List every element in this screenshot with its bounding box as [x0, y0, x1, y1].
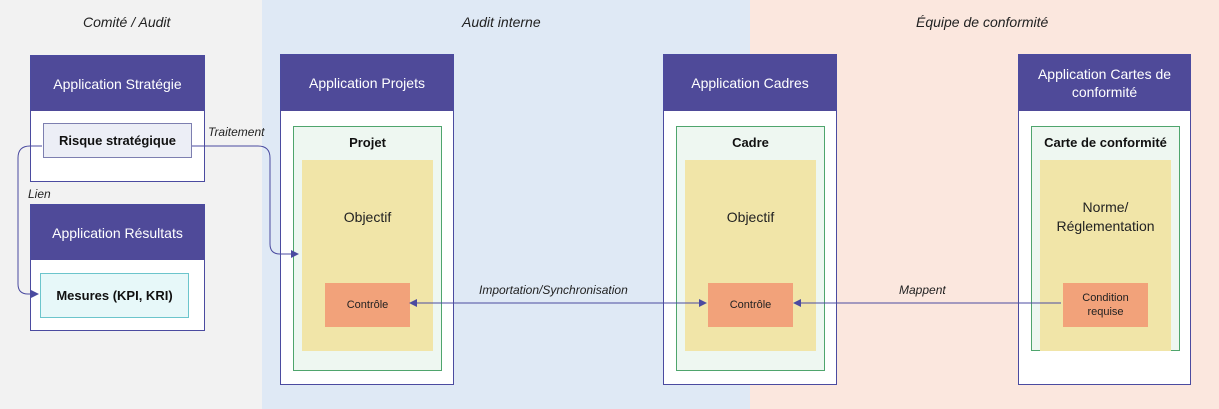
carte-container: Carte de conformité Norme/ Réglementatio… [1031, 126, 1180, 351]
app-cadres: Application Cadres Cadre Objectif Contrô… [663, 54, 837, 385]
mesures-box[interactable]: Mesures (KPI, KRI) [40, 273, 189, 318]
cadre-container: Cadre Objectif Contrôle [676, 126, 825, 371]
edge-lien [17, 145, 42, 298]
edge-traitement [192, 145, 299, 258]
app-cadres-header: Application Cadres [664, 55, 836, 111]
app-cartes-header: Application Cartes de conformité [1019, 55, 1190, 111]
controle-box-projet[interactable]: Contrôle [325, 283, 410, 327]
app-projets-header: Application Projets [281, 55, 453, 111]
app-projets: Application Projets Projet Objectif Cont… [280, 54, 454, 385]
carte-title: Carte de conformité [1044, 135, 1167, 150]
objectif-label: Objectif [726, 209, 775, 225]
risque-strategique-box[interactable]: Risque stratégique [43, 123, 192, 158]
app-resultats-header: Application Résultats [31, 205, 204, 260]
lane-title: Comité / Audit [83, 14, 171, 30]
controle-box-cadre[interactable]: Contrôle [708, 283, 793, 327]
app-cartes: Application Cartes de conformité Carte d… [1018, 54, 1191, 385]
objectif-label: Objectif [343, 209, 392, 225]
edge-label-sync: Importation/Synchronisation [479, 283, 628, 297]
lane-title: Équipe de conformité [916, 14, 1049, 30]
condition-requise-box[interactable]: Condition requise [1063, 283, 1148, 327]
lane-title: Audit interne [462, 14, 541, 30]
app-resultats: Application Résultats Mesures (KPI, KRI) [30, 204, 205, 331]
edge-label-mappent: Mappent [899, 283, 946, 297]
edge-label-traitement: Traitement [208, 125, 265, 139]
norme-label: Norme/ Réglementation [1056, 199, 1155, 234]
edge-label-lien: Lien [28, 187, 51, 201]
app-strategie: Application Stratégie Risque stratégique [30, 55, 205, 182]
projet-title: Projet [349, 135, 386, 150]
cadre-title: Cadre [732, 135, 769, 150]
norme-area: Norme/ Réglementation [1040, 160, 1171, 351]
app-strategie-header: Application Stratégie [31, 56, 204, 111]
projet-container: Projet Objectif Contrôle [293, 126, 442, 371]
